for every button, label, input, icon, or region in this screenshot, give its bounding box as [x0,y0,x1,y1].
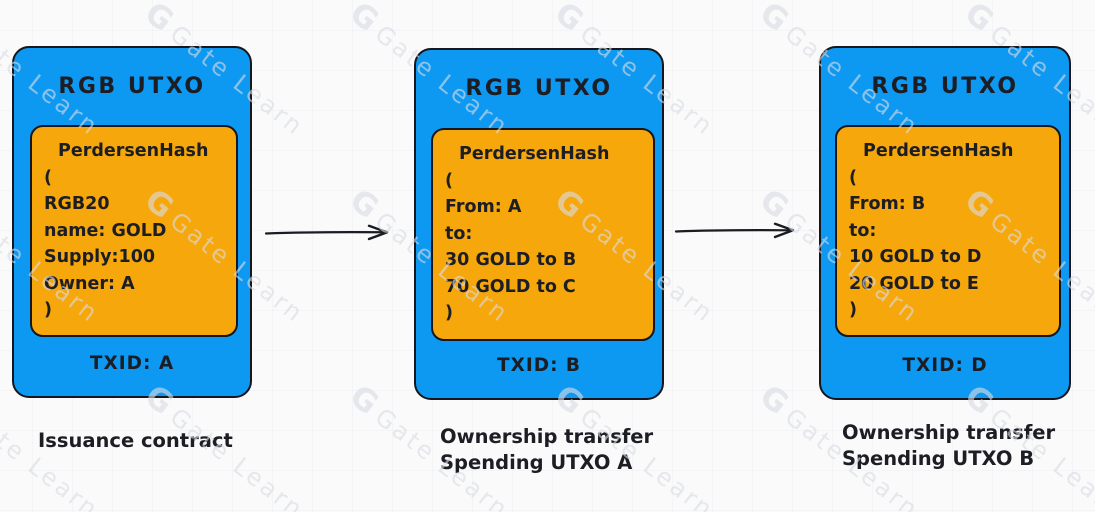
pedersen-hash-box: PerdersenHash ( From: A to: 30 GOLD to B… [431,128,655,341]
hash-title: PerdersenHash [863,141,1014,161]
hash-line: 30 GOLD to B [445,250,577,270]
caption-line: Ownership transfer [440,425,654,448]
utxo-card-issuance: RGB UTXO PerdersenHash ( RGB20 name: GOL… [12,46,252,398]
caption-line: Ownership transfer [842,421,1056,444]
pedersen-hash-box: PerdersenHash ( RGB20 name: GOLD Supply:… [30,125,238,337]
hash-line: to: [445,223,473,244]
arrow-right-icon [264,224,389,241]
card-title: RGB UTXO [465,76,613,101]
watermark-text: Gate Learn [164,402,310,512]
hash-line: RGB20 [44,194,110,214]
hash-line: ) [44,300,52,320]
caption-transfer-b: Ownership transfer Spending UTXO B [842,420,1055,472]
gate-logo-icon: G [342,0,386,40]
txid-label: TXID: B [496,355,582,376]
caption-transfer-a: Ownership transfer Spending UTXO A [440,424,653,476]
caption-line: Spending UTXO B [842,447,1035,470]
hash-line: ) [849,300,857,320]
hash-line: to: [849,220,877,241]
hash-title: PerdersenHash [58,141,209,161]
card-title: RGB UTXO [58,74,206,99]
txid-label: TXID: A [89,353,175,374]
gate-logo-icon: G [957,0,1001,40]
hash-line: ( [849,167,857,188]
hash-title: PerdersenHash [459,144,610,164]
gate-logo-icon: G [137,0,181,40]
hash-line: From: B [849,194,926,214]
hash-line: Supply:100 [44,247,156,267]
hash-line: Owner: A [44,273,135,294]
hash-line: ) [445,303,453,323]
gate-logo-icon: G [752,378,796,423]
card-title: RGB UTXO [871,74,1019,99]
hash-line: 70 GOLD to C [445,276,576,297]
watermark-text: Gate Learn [0,402,105,512]
hash-line: From: A [445,197,522,217]
pedersen-hash-box: PerdersenHash ( From: B to: 10 GOLD to D… [835,125,1061,337]
caption-line: Issuance contract [38,429,233,452]
txid-label: TXID: D [902,355,988,376]
hash-line: ( [44,167,52,188]
hash-line: name: GOLD [44,220,167,241]
utxo-card-transfer-b: RGB UTXO PerdersenHash ( From: B to: 10 … [819,46,1071,400]
arrow-right-icon [674,222,795,239]
hash-line: 10 GOLD to D [849,247,982,267]
utxo-card-transfer-a: RGB UTXO PerdersenHash ( From: A to: 30 … [414,48,664,400]
gate-logo-icon: G [547,0,591,40]
hash-line: ( [445,170,453,191]
gate-logo-icon: G [342,378,386,423]
caption-issuance: Issuance contract [38,428,233,454]
hash-line: 20 GOLD to E [849,273,979,294]
gate-logo-icon: G [752,0,796,40]
caption-line: Spending UTXO A [440,451,633,474]
